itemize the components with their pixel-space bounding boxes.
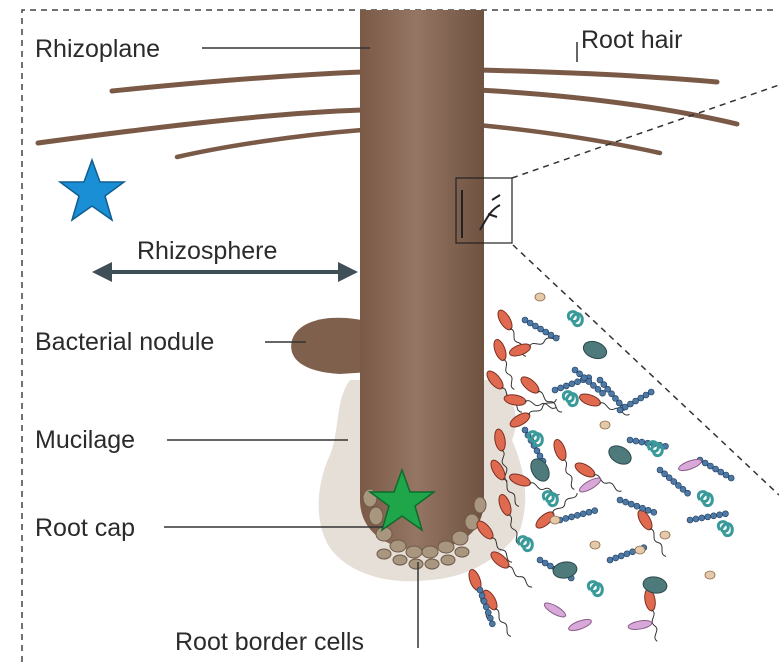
coccus bbox=[633, 438, 639, 444]
coccus bbox=[487, 615, 493, 621]
coccus bbox=[580, 511, 586, 517]
spindle-cell bbox=[567, 617, 592, 633]
coccus bbox=[481, 598, 487, 604]
small-particle bbox=[635, 546, 645, 554]
curly-bacterium bbox=[518, 537, 532, 551]
coccus bbox=[699, 515, 705, 521]
coccus bbox=[489, 621, 495, 627]
rod-bacterium bbox=[552, 438, 569, 462]
flagellum bbox=[528, 398, 557, 417]
rod-bacterium bbox=[578, 392, 602, 409]
small-particle bbox=[705, 571, 715, 579]
coccus bbox=[477, 587, 483, 593]
coccus bbox=[592, 508, 598, 514]
oval-cell bbox=[606, 442, 635, 468]
rod-bacterium bbox=[495, 308, 515, 332]
coccus bbox=[693, 516, 699, 522]
spindle-cell bbox=[543, 601, 568, 620]
rhizoplane-label: Rhizoplane bbox=[35, 35, 160, 63]
small-particle bbox=[550, 516, 560, 524]
rod-bacterium bbox=[492, 338, 509, 362]
coccus bbox=[574, 512, 580, 518]
small-particle bbox=[660, 531, 670, 539]
root-hairs-right bbox=[478, 70, 737, 153]
mucilage-label: Mucilage bbox=[35, 426, 135, 454]
spindle-cell bbox=[627, 619, 652, 631]
coccus bbox=[687, 517, 693, 523]
coccus bbox=[586, 509, 592, 515]
coccus bbox=[628, 501, 634, 507]
coccus bbox=[617, 497, 623, 503]
curly-bacterium bbox=[568, 312, 582, 326]
bacterial-nodule bbox=[291, 318, 370, 374]
blue-star-icon bbox=[60, 160, 124, 220]
root-hairs-left bbox=[38, 72, 362, 157]
root bbox=[360, 10, 484, 550]
coccus bbox=[618, 553, 624, 559]
zoom-lines bbox=[512, 85, 779, 495]
curly-bacterium bbox=[543, 492, 557, 506]
oval-cell bbox=[581, 338, 609, 361]
small-particle bbox=[590, 541, 600, 549]
root-border-cells-label: Root border cells bbox=[175, 628, 364, 656]
coccus bbox=[563, 515, 569, 521]
coccus bbox=[569, 514, 575, 520]
flagellum bbox=[650, 610, 659, 642]
coccus bbox=[651, 509, 657, 515]
coccus bbox=[563, 383, 569, 389]
root-cap-label: Root cap bbox=[35, 514, 135, 542]
curly-bacterium bbox=[698, 492, 712, 506]
coccus bbox=[728, 475, 734, 481]
oval-cell bbox=[527, 456, 553, 485]
bacterial-nodule-label: Bacterial nodule bbox=[35, 328, 214, 356]
coccus bbox=[627, 437, 633, 443]
rod-bacterium bbox=[518, 374, 541, 396]
microbe-cluster bbox=[467, 293, 735, 642]
spindle-cell bbox=[677, 457, 702, 473]
coccus bbox=[575, 379, 581, 385]
flagellum bbox=[494, 608, 513, 637]
coccus bbox=[569, 381, 575, 387]
curly-bacterium bbox=[563, 392, 577, 406]
curly-bacterium bbox=[648, 442, 662, 456]
coccus bbox=[607, 557, 613, 563]
coccus bbox=[640, 505, 646, 511]
coccus bbox=[685, 490, 691, 496]
coccus bbox=[711, 513, 717, 519]
spindle-cell bbox=[578, 476, 603, 495]
coccus bbox=[483, 604, 489, 610]
small-particle bbox=[535, 293, 545, 301]
coccus bbox=[613, 555, 619, 561]
coccus bbox=[648, 389, 654, 395]
rod-bacterium bbox=[508, 342, 532, 359]
coccus bbox=[558, 385, 564, 391]
rod-bacterium bbox=[573, 460, 597, 480]
curly-bacterium bbox=[588, 582, 602, 596]
coccus bbox=[624, 551, 630, 557]
curly-bacterium bbox=[718, 522, 732, 536]
flagellum bbox=[507, 565, 534, 588]
coccus bbox=[639, 439, 645, 445]
rhizosphere-label: Rhizosphere bbox=[137, 237, 277, 265]
coccus bbox=[479, 593, 485, 599]
small-particle bbox=[600, 421, 610, 429]
coccus bbox=[552, 387, 558, 393]
rhizosphere-arrow bbox=[92, 262, 358, 282]
coccus bbox=[645, 507, 651, 513]
coccus bbox=[600, 390, 606, 396]
coccus bbox=[717, 512, 723, 518]
coccus bbox=[485, 610, 491, 616]
flagellum bbox=[502, 359, 516, 390]
root-hair-label: Root hair bbox=[581, 26, 682, 54]
flagellum bbox=[562, 459, 576, 490]
coccus bbox=[722, 511, 728, 517]
coccus bbox=[553, 335, 559, 341]
coccus bbox=[623, 499, 629, 505]
coccus bbox=[705, 514, 711, 520]
coccus bbox=[634, 503, 640, 509]
